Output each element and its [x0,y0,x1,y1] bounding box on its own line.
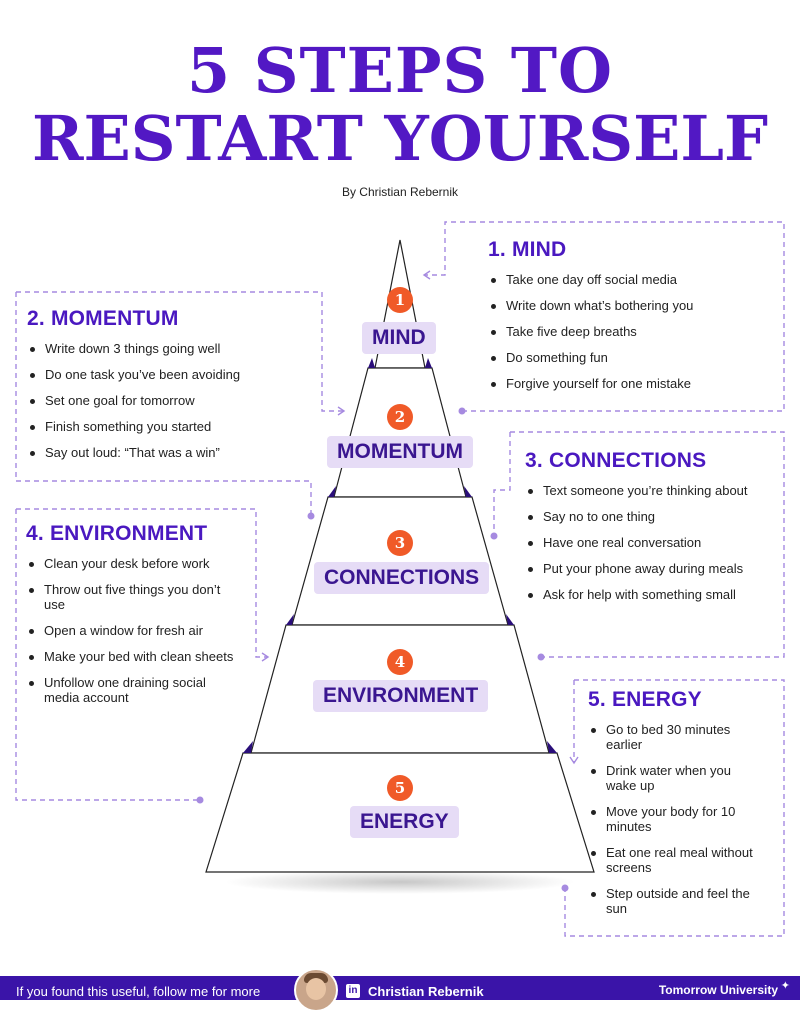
connector-mind-panel [462,221,785,412]
arrow-head-energy [569,756,579,765]
connector-connections-2 [493,432,511,536]
panel-energy: 5. ENERGY Go to bed 30 minutes earlier D… [588,688,763,927]
list-item: Do one task you’ve been avoiding [27,367,307,382]
arrow-head-environment [261,652,270,662]
author-name-link[interactable]: Christian Rebernik [368,984,484,999]
panel-environment-list: Clean your desk before work Throw out fi… [26,556,238,705]
list-item: Have one real conversation [525,535,787,550]
connector-environment [16,508,268,658]
step-3-number-badge: 3 [387,530,413,556]
list-item: Say out loud: “That was a win” [27,445,307,460]
list-item: Take one day off social media [488,272,778,287]
step-1-number-badge: 1 [387,287,413,313]
step-4-label: ENVIRONMENT [313,680,489,712]
connector-environment-panel [15,509,200,801]
list-item: Ask for help with something small [525,587,787,602]
connector-energy [564,679,785,937]
list-item: Text someone you’re thinking about [525,483,787,498]
panel-energy-heading: 5. ENERGY [588,688,702,711]
panel-environment-heading: 4. ENVIRONMENT [26,522,208,545]
brand-logo-text[interactable]: Tomorrow University [658,983,778,997]
list-item: Drink water when you wake up [588,763,763,793]
connector-momentum-panel [15,292,312,516]
list-item: Open a window for fresh air [26,623,238,638]
panel-momentum-heading: 2. MOMENTUM [27,307,179,330]
linkedin-icon[interactable]: in [346,984,360,998]
panel-connections-heading: 3. CONNECTIONS [525,449,707,472]
connector-momentum [16,291,344,412]
panel-momentum: 2. MOMENTUM Write down 3 things going we… [27,307,307,471]
list-item: Finish something you started [27,419,307,434]
list-item: Forgive yourself for one mistake [488,376,778,391]
tier-2-momentum [333,367,467,498]
byline: By Christian Rebernik [341,185,459,199]
list-item: Throw out five things you don’t use [26,582,238,612]
panel-mind: 1. MIND Take one day off social media Wr… [488,238,778,402]
title-line-2: RESTART YOURSELF [31,102,769,175]
panel-momentum-list: Write down 3 things going well Do one ta… [27,341,307,460]
list-item: Eat one real meal without screens [588,845,763,875]
step-1-label: MIND [362,322,436,354]
list-item: Move your body for 10 minutes [588,804,763,834]
list-item: Write down what’s bothering you [488,298,778,313]
connector-connections [510,431,785,658]
step-3-label: CONNECTIONS [314,562,490,594]
list-item: Clean your desk before work [26,556,238,571]
panel-mind-list: Take one day off social media Write down… [488,272,778,391]
step-2-number-badge: 2 [387,404,413,430]
list-item: Make your bed with clean sheets [26,649,238,664]
connector-mind [424,221,474,276]
panel-connections: 3. CONNECTIONS Text someone you’re think… [525,449,787,613]
pyramid-shadow [225,870,575,894]
step-5-number-badge: 5 [387,775,413,801]
panel-environment: 4. ENVIRONMENT Clean your desk before wo… [26,522,238,716]
list-item: Do something fun [488,350,778,365]
follow-text: If you found this useful, follow me for … [16,984,261,999]
avatar[interactable] [294,968,338,1012]
step-2-label: MOMENTUM [327,436,473,468]
list-item: Set one goal for tomorrow [27,393,307,408]
list-item: Go to bed 30 minutes earlier [588,722,763,752]
arrow-head-momentum [337,406,346,416]
footer-bar: If you found this useful, follow me for … [0,968,800,1012]
panel-energy-list: Go to bed 30 minutes earlier Drink water… [588,722,763,916]
arrow-head-mind [422,270,431,280]
step-4-number-badge: 4 [387,649,413,675]
list-item: Step outside and feel the sun [588,886,763,916]
step-5-label: ENERGY [350,806,459,838]
panel-connections-list: Text someone you’re thinking about Say n… [525,483,787,602]
list-item: Take five deep breaths [488,324,778,339]
list-item: Put your phone away during meals [525,561,787,576]
list-item: Write down 3 things going well [27,341,307,356]
panel-mind-heading: 1. MIND [488,238,567,261]
list-item: Say no to one thing [525,509,787,524]
list-item: Unfollow one draining social media accou… [26,675,238,705]
sparkle-icon: ✦ [780,980,790,992]
title-line-1: 5 STEPS TO [186,34,614,107]
tier-3-connections [291,496,509,626]
